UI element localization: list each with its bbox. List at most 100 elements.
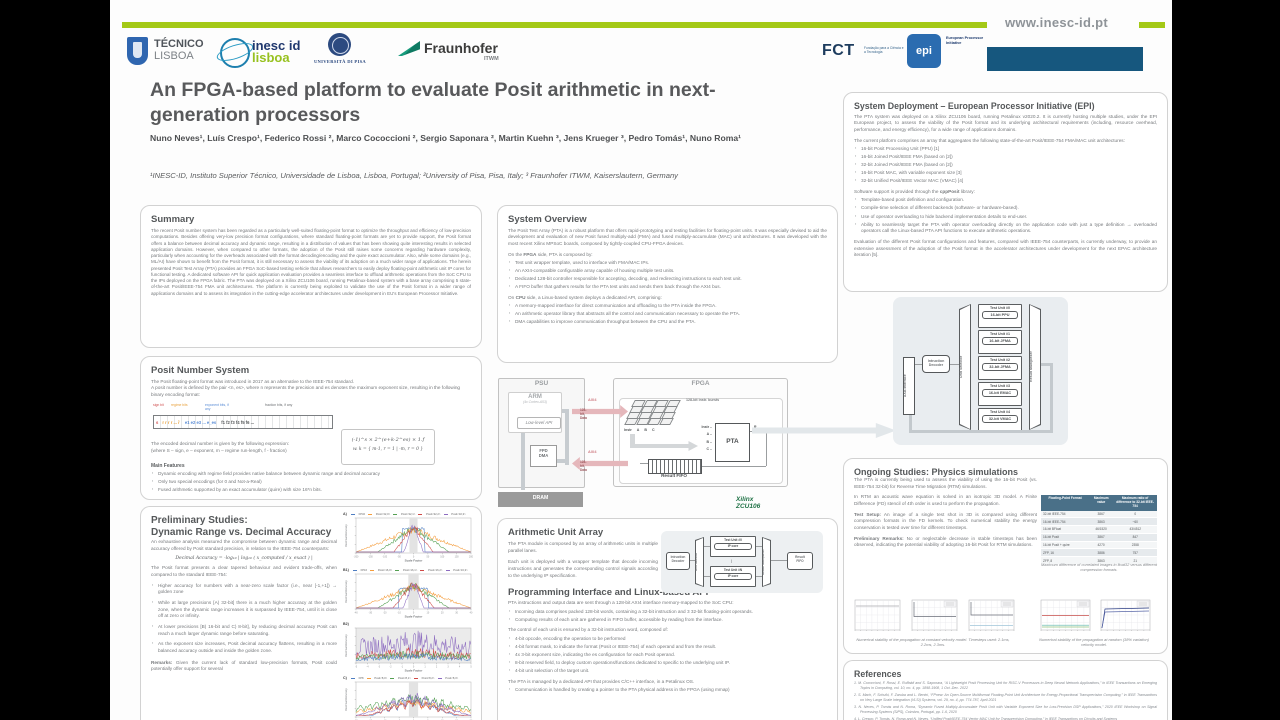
overview-cpu-lead: On CPU side, a Linux-based system deploy… xyxy=(508,295,827,302)
posit-formula-main: (-1)^s × 2^(e+k·2^es) × 1.f xyxy=(351,437,425,443)
chart-legend: B2) xyxy=(343,621,475,627)
reference-item: 2. S. Mach, F. Schuiki, F. Zaruba and L.… xyxy=(854,693,1157,703)
legend-label: Posit<8,2> xyxy=(421,676,435,680)
ta-return-4 xyxy=(909,415,912,433)
legend-label: Posit<8,3> xyxy=(445,676,459,680)
mini-result-fifo: Result FIFO xyxy=(787,552,813,570)
preliminary-bullet: Higher accuracy for numbers with a near-… xyxy=(151,583,337,596)
ta-conn-dec-sel xyxy=(950,364,959,365)
posit-intro2: A posit number is defined by the pair <n… xyxy=(151,385,461,397)
test-unit-name: Test Unit #3 xyxy=(989,384,1011,388)
reference-text: 2. S. Mach, F. Schuiki, F. Zaruba and L.… xyxy=(854,692,1157,703)
svg-text:30: 30 xyxy=(455,612,458,615)
table-cell-format: 16-bit Posit xyxy=(1041,533,1089,542)
arith-p1: The PTA module is composed by an array o… xyxy=(508,541,658,553)
legend-label: Posit<16,0> xyxy=(377,568,393,572)
mini-unit0-core: IP core xyxy=(714,543,752,551)
prog-bullet-text: Computing results of each unit are gathe… xyxy=(515,616,723,622)
pta-out-line-v xyxy=(766,431,767,466)
mini-result-mux: Result Multiplexer xyxy=(762,537,771,587)
sw-lead-post: library: xyxy=(959,189,975,195)
header-blue-bar xyxy=(987,47,1143,71)
legend-swatch xyxy=(368,513,373,515)
arm-box: ARM (4x Cortex-A53) Low-level API xyxy=(508,392,562,433)
legend-label: Posit<32,0> xyxy=(375,512,391,516)
pta-input-labels: Instr –A –B –C – xyxy=(698,424,712,453)
chart-letter-label: C) xyxy=(343,676,347,680)
pta-input-label: B – xyxy=(706,439,712,444)
table-cell-ratio: 43/4512 xyxy=(1113,526,1158,534)
burst-arrow-h xyxy=(630,441,698,451)
sw-lead-bold: cppPosit xyxy=(939,189,960,195)
svg-text:50: 50 xyxy=(427,556,430,559)
references-title: References xyxy=(854,669,902,679)
axi-interface-box: AXI4 Interface xyxy=(903,357,915,415)
tecnico-wordmark: TÉCNICO LISBOA xyxy=(154,38,204,62)
epi-wordmark: European Processor Initiative xyxy=(946,36,984,45)
ongoing-studies-card: Ongoing Studies: Physics simulations The… xyxy=(843,458,1168,654)
table-caption: Maximum difference of correlated images … xyxy=(1041,562,1157,573)
deployment-units: 16-bit Posit Processing Unit (PPU) [1]16… xyxy=(854,146,1157,185)
posit-intro1: The Posit floating-point format was intr… xyxy=(151,378,354,384)
test-unit-box: Test Unit #3 16-bit EMAC xyxy=(978,382,1022,406)
ta-return-3 xyxy=(909,430,1053,433)
pta-out-label: R xyxy=(754,425,757,429)
reference-text: 1. M. Cococcioni, F. Rossi, E. Ruffaldi … xyxy=(854,681,1157,691)
overview-bullet-text: An arithmetic operator library that abst… xyxy=(515,311,741,317)
array-decoder-box: Intruction Decoder xyxy=(922,355,950,373)
legend-swatch xyxy=(418,513,423,515)
posit-features-title: Main Features xyxy=(151,463,185,469)
fct-sub: Fundação para a Ciência e a Tecnologia xyxy=(864,46,904,55)
fraunhofer-glyph-icon xyxy=(398,41,420,56)
mini-fifo-line1: Result xyxy=(795,555,805,559)
fpd-label-line1: FPD xyxy=(539,448,548,453)
burst-col-label: B xyxy=(644,428,648,432)
pta-out-line-b xyxy=(702,466,766,467)
arithmetic-unit-array-card: Arithmetic Unit Array The PTA module is … xyxy=(497,518,838,720)
posit-title: Posit Number System xyxy=(151,365,250,376)
svg-text:-2: -2 xyxy=(389,666,392,669)
inescid-globe-icon xyxy=(220,38,250,68)
feature-item: Fused arithmetic supported by an exact a… xyxy=(151,487,471,494)
svg-text:1: 1 xyxy=(424,666,426,669)
fraunhofer-logo: Fraunhofer ITWM xyxy=(398,38,508,68)
prog-bullet: 4-bit format mask, to indicate the forma… xyxy=(508,644,827,651)
ongoing-p1: The PTA is currently being used to asses… xyxy=(854,477,1037,489)
overview-bullet-text: A FIFO buffer that gathers results for t… xyxy=(515,284,721,290)
fpga-lead-bold: FPGA xyxy=(523,251,537,257)
overview-bullet-text: Dedicated 128-bit controller responsible… xyxy=(515,276,742,282)
stability-plot-1 xyxy=(850,597,902,635)
overview-bullet: Test unit wrapper template, used to inte… xyxy=(508,260,827,267)
fraunhofer-wordmark: Fraunhofer xyxy=(424,40,498,56)
svg-text:-30: -30 xyxy=(369,612,373,615)
mini-unitN-core: IP core xyxy=(714,573,752,581)
mini-test-unit-N: Test Unit #N IP core xyxy=(710,566,756,587)
svg-text:Decimal Accuracy: Decimal Accuracy xyxy=(344,524,348,547)
svg-text:Scale Factor: Scale Factor xyxy=(405,559,424,563)
overview-bullet: Dedicated 128-bit controller responsible… xyxy=(508,276,827,283)
stability-plot-2 xyxy=(907,597,959,635)
deployment-unit: 16-bit Posit Processing Unit (PPU) [1] xyxy=(854,146,1157,153)
feature-item: Dynamic encoding with regime field provi… xyxy=(151,471,471,478)
chart-letter-label: B1) xyxy=(343,568,349,572)
pta-label: PTA xyxy=(726,438,739,445)
field-label-sign: sign bit xyxy=(153,403,164,407)
deployment-sw-bullet-text: Use of operator overloading to hide back… xyxy=(861,213,1028,219)
table-row: 16-bit Posit + quire 4270 2358 xyxy=(1041,541,1158,550)
mini-test-unit-0: Test Unit #0 IP core xyxy=(710,536,756,557)
deployment-unit-text: 32-bit Unified Posit/IEEE Vector MAC (VM… xyxy=(861,178,964,184)
preliminary-intro: An exhaustive analysis measured the comp… xyxy=(151,539,337,551)
deployment-sw-bullet: Template-based posit definition and conf… xyxy=(854,197,1157,204)
axi4-sub-bottom: 128-bit Data xyxy=(580,460,587,472)
deployment-unit: 32-bit Unified Posit/IEEE Vector MAC (VM… xyxy=(854,178,1157,185)
preliminary-bullets: Higher accuracy for numbers with a near-… xyxy=(151,583,337,655)
legend-swatch xyxy=(352,569,357,571)
fpga-lead-post: side, PTA is composed by: xyxy=(536,251,593,257)
table-row: ZFP, 8 3863 21 xyxy=(1041,557,1158,565)
test-unit-box: Test Unit #0 16-bit PPU xyxy=(978,304,1022,328)
prog-lead: PTA instructions and output data are sen… xyxy=(508,600,734,606)
prog-control-lead: The control of each unit is ensured by a… xyxy=(508,627,668,633)
legend-label: Posit<16,1> xyxy=(402,568,418,572)
deployment-title: System Deployment – European Processor I… xyxy=(854,101,1095,111)
